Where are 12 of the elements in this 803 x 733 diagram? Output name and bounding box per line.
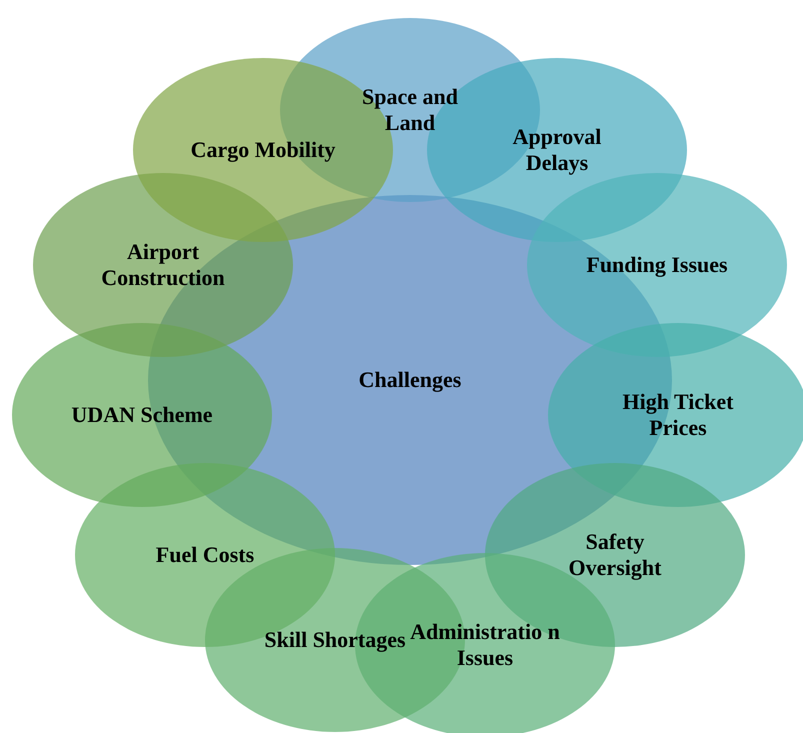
node-label: UDAN Scheme — [71, 402, 213, 428]
node-label: Space and Land — [361, 84, 459, 136]
node-label: Airport Construction — [100, 238, 226, 292]
node-label: Skill Shortages — [264, 626, 406, 654]
node-label: Administratio n Issues — [409, 618, 561, 672]
node-label: High Ticket Prices — [621, 388, 735, 442]
node-label: Approval Delays — [512, 124, 602, 176]
node-label: Cargo Mobility — [190, 136, 336, 164]
node-label: Challenges — [358, 366, 462, 394]
node-label: Safety Oversight — [568, 528, 662, 582]
node-label: Funding Issues — [586, 252, 728, 278]
node-label: Fuel Costs — [156, 542, 254, 568]
